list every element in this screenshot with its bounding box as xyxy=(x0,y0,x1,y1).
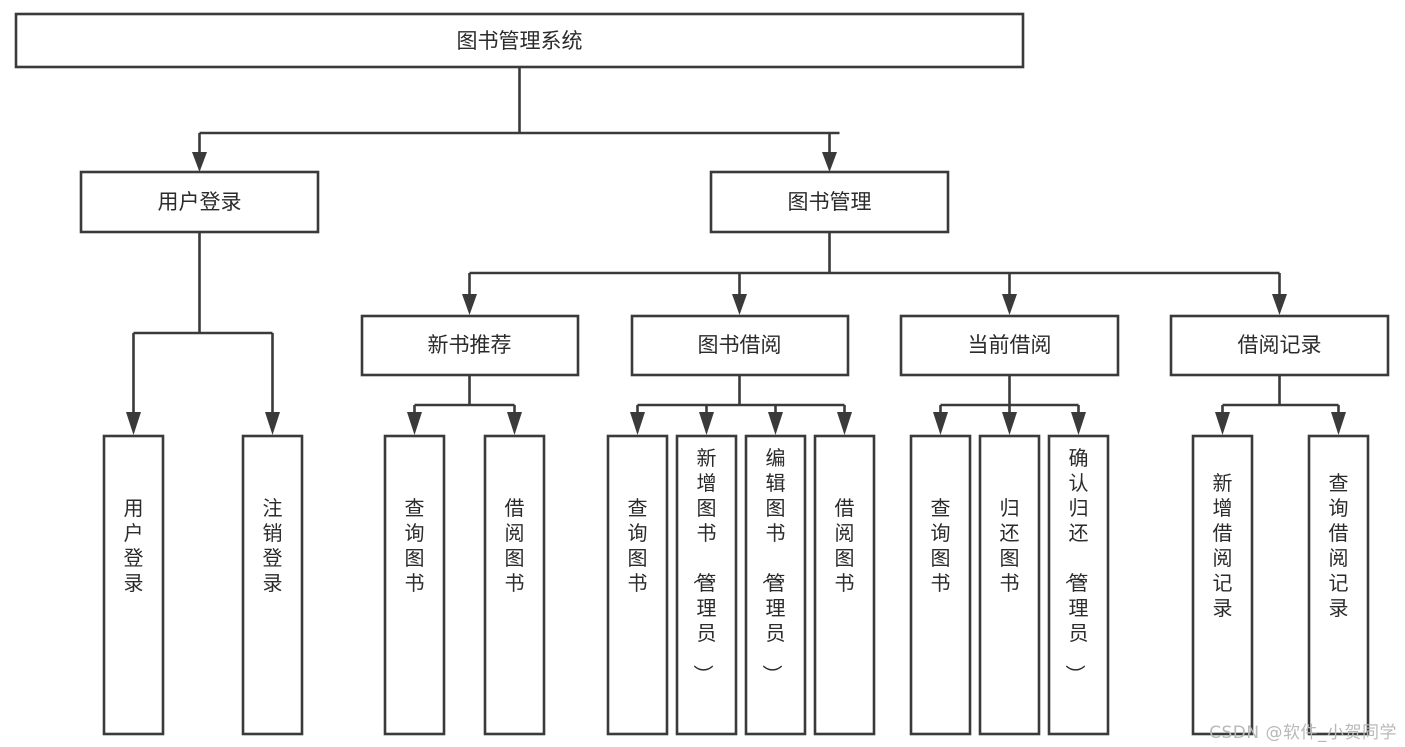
node-leaf4-label: 借阅图书 xyxy=(505,496,525,595)
arrowhead-login xyxy=(192,152,207,172)
node-login-label: 用户登录 xyxy=(158,190,242,214)
node-current-box[interactable] xyxy=(899,314,1120,377)
csdn-watermark: CSDN @软件_小贺同学 xyxy=(1209,723,1397,743)
node-leaf4[interactable]: 借阅图书 xyxy=(483,434,546,736)
node-newbook-box[interactable] xyxy=(360,314,580,377)
node-leaf3-label: 查询图书 xyxy=(405,496,425,595)
node-bookmgmt-box[interactable] xyxy=(709,170,950,234)
node-leaf2[interactable]: 注销登录 xyxy=(241,434,304,736)
node-leaf9[interactable]: 查询图书 xyxy=(909,434,972,736)
arrowhead-leaf8 xyxy=(837,412,852,435)
arrowhead-leaf10 xyxy=(1002,412,1017,435)
node-root[interactable]: 图书管理系统 xyxy=(14,12,1025,69)
node-leaf7[interactable]: 编辑图书（管理员） xyxy=(744,434,807,736)
node-leaf12-box[interactable] xyxy=(1191,434,1254,736)
node-leaf5[interactable]: 查询图书 xyxy=(606,434,669,736)
node-borrow-label: 图书借阅 xyxy=(698,333,782,357)
arrowhead-leaf12 xyxy=(1215,412,1230,435)
arrowhead-records xyxy=(1272,294,1287,315)
node-records-label: 借阅记录 xyxy=(1238,333,1322,357)
node-login[interactable]: 用户登录 xyxy=(79,170,320,234)
arrowhead-leaf4 xyxy=(507,412,522,435)
node-leaf10-box[interactable] xyxy=(978,434,1041,736)
node-leaf12[interactable]: 新增借阅记录 xyxy=(1191,434,1254,736)
arrowhead-leaf11 xyxy=(1071,412,1086,435)
node-leaf3[interactable]: 查询图书 xyxy=(383,434,446,736)
arrowhead-leaf3 xyxy=(407,412,422,435)
arrowhead-leaf1 xyxy=(126,412,141,435)
arrowhead-borrow xyxy=(732,294,747,315)
node-leaf11-box[interactable] xyxy=(1047,434,1110,736)
arrowhead-leaf6 xyxy=(699,412,714,435)
node-leaf7-label: 编辑图书（管理员） xyxy=(761,446,786,685)
node-leaf12-label: 新增借阅记录 xyxy=(1213,471,1233,620)
node-records[interactable]: 借阅记录 xyxy=(1169,314,1390,377)
node-bookmgmt-label: 图书管理 xyxy=(788,190,872,214)
node-leaf1-label: 用户登录 xyxy=(124,496,144,595)
node-leaf5-box[interactable] xyxy=(606,434,669,736)
node-leaf10-label: 归还图书 xyxy=(1000,496,1020,595)
arrowhead-leaf13 xyxy=(1331,412,1346,435)
node-leaf4-box[interactable] xyxy=(483,434,546,736)
node-borrow-box[interactable] xyxy=(630,314,850,377)
node-leaf13-label: 查询借阅记录 xyxy=(1329,471,1349,620)
node-login-box[interactable] xyxy=(79,170,320,234)
arrowhead-current xyxy=(1002,294,1017,315)
connector-layer xyxy=(126,67,1346,435)
node-leaf3-box[interactable] xyxy=(383,434,446,736)
node-bookmgmt[interactable]: 图书管理 xyxy=(709,170,950,234)
node-leaf9-label: 查询图书 xyxy=(931,496,951,595)
node-newbook[interactable]: 新书推荐 xyxy=(360,314,580,377)
node-borrow[interactable]: 图书借阅 xyxy=(630,314,850,377)
node-leaf10[interactable]: 归还图书 xyxy=(978,434,1041,736)
node-current[interactable]: 当前借阅 xyxy=(899,314,1120,377)
arrowhead-leaf7 xyxy=(768,412,783,435)
arrowhead-leaf9 xyxy=(933,412,948,435)
node-leaf5-label: 查询图书 xyxy=(628,496,648,595)
node-leaf13[interactable]: 查询借阅记录 xyxy=(1307,434,1370,736)
node-leaf11-label: 确认归还（管理员） xyxy=(1064,446,1089,685)
node-leaf1[interactable]: 用户登录 xyxy=(102,434,165,736)
node-leaf9-box[interactable] xyxy=(909,434,972,736)
node-current-label: 当前借阅 xyxy=(968,333,1052,357)
node-leaf6-box[interactable] xyxy=(675,434,738,736)
node-root-label: 图书管理系统 xyxy=(457,29,583,53)
node-leaf8-box[interactable] xyxy=(813,434,876,736)
node-newbook-label: 新书推荐 xyxy=(428,333,512,357)
node-leaf2-box[interactable] xyxy=(241,434,304,736)
node-leaf1-box[interactable] xyxy=(102,434,165,736)
node-leaf2-label: 注销登录 xyxy=(263,496,283,595)
arrowhead-leaf2 xyxy=(265,412,280,435)
node-leaf6[interactable]: 新增图书（管理员） xyxy=(675,434,738,736)
arrowhead-newbook xyxy=(462,294,477,315)
node-root-box[interactable] xyxy=(14,12,1025,69)
arrowhead-bookmgmt xyxy=(822,152,837,172)
node-leaf7-box[interactable] xyxy=(744,434,807,736)
node-leaf13-box[interactable] xyxy=(1307,434,1370,736)
node-leaf8-label: 借阅图书 xyxy=(835,496,855,595)
node-records-box[interactable] xyxy=(1169,314,1390,377)
node-leaf11[interactable]: 确认归还（管理员） xyxy=(1047,434,1110,736)
arrowhead-leaf5 xyxy=(630,412,645,435)
node-leaf6-label: 新增图书（管理员） xyxy=(692,446,717,685)
node-leaf8[interactable]: 借阅图书 xyxy=(813,434,876,736)
